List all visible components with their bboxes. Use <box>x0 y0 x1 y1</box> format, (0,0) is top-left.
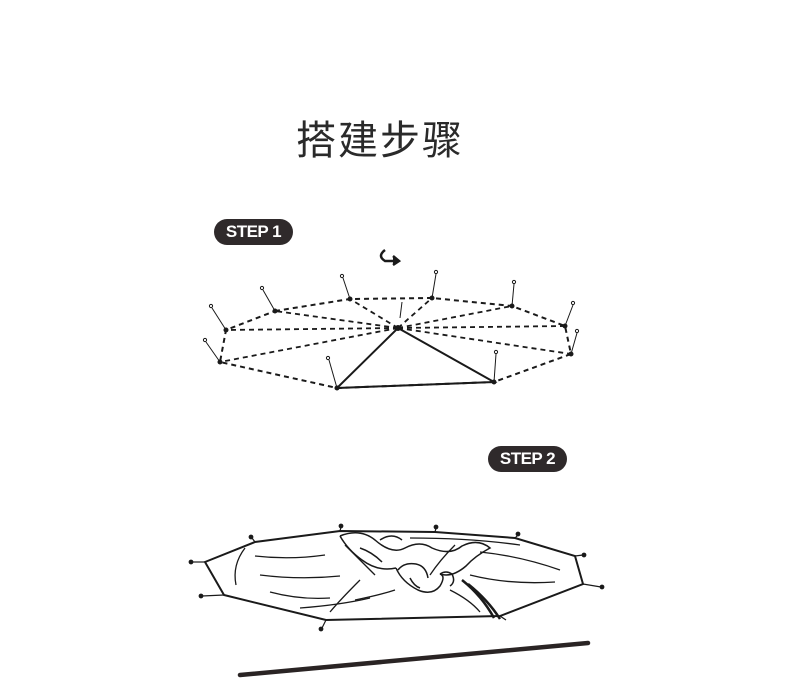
stake-icon <box>491 349 499 385</box>
tent-fabric-wrinkles <box>234 537 561 613</box>
stakes <box>202 269 580 391</box>
bunched-tent-body <box>339 532 492 593</box>
center-stake-icon <box>399 301 403 319</box>
door-straps <box>461 579 502 620</box>
stake-icon <box>429 269 439 301</box>
step-1-badge: STEP 1 <box>214 219 293 245</box>
page-title: 搭建步骤 <box>296 118 464 164</box>
rotate-arrow-icon <box>379 249 402 267</box>
stake-icon <box>568 328 580 357</box>
step-2-badge: STEP 2 <box>488 446 567 472</box>
stake-icon <box>562 300 576 329</box>
stake-icon <box>339 273 353 302</box>
stake-icon <box>208 303 229 333</box>
stake-icon <box>202 337 223 365</box>
first-section-solid <box>334 326 498 390</box>
stake-icon <box>259 285 278 314</box>
tent-pole <box>237 640 591 678</box>
stake-icon <box>509 279 517 309</box>
corner-stakes <box>188 523 605 632</box>
floor-spokes-dashed <box>219 297 572 363</box>
floor-outline-dashed <box>218 296 573 390</box>
step-2-illustration <box>188 523 605 678</box>
center-peg <box>395 325 401 331</box>
step-1-illustration <box>202 249 580 391</box>
stake-icon <box>325 355 340 391</box>
